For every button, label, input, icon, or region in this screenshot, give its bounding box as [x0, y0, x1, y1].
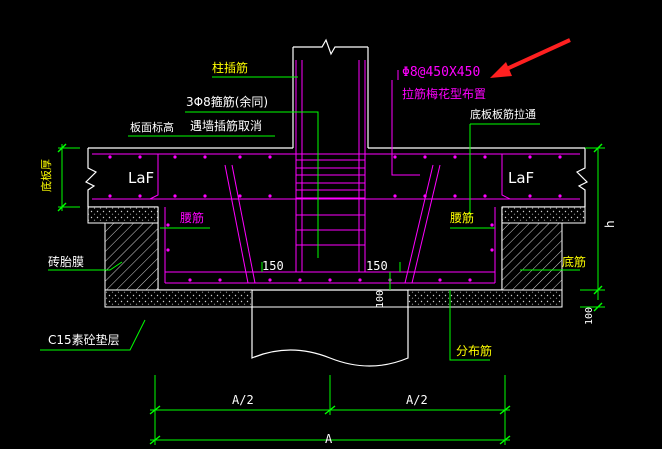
label-dim-150-left: 150 — [262, 259, 284, 273]
label-slab-thickness: 底板厚 — [39, 159, 53, 192]
label-column-rebar: 柱插筋 — [212, 60, 248, 75]
label-brick-mold: 砖胎膜 — [48, 254, 84, 269]
label-waist-bar-left: 腰筋 — [180, 210, 204, 225]
rebar-lines — [92, 60, 580, 284]
label-dim-a: A — [325, 432, 333, 446]
pile-shaft — [251, 289, 409, 367]
label-dim-100-pit: 100 — [375, 290, 386, 308]
rebar-dots — [108, 155, 562, 282]
label-stirrup: 3Φ8箍筋(余同) — [186, 94, 268, 109]
label-slab-top: 板面标高 — [130, 120, 174, 134]
label-laf-right: LaF — [508, 169, 534, 187]
label-bottom-slab-tie: 底板板筋拉通 — [470, 107, 536, 121]
label-bottom-bar: 底筋 — [562, 254, 586, 269]
label-dim-150-right: 150 — [366, 259, 388, 273]
cushion-layers — [87, 206, 586, 308]
brick-mold — [104, 222, 563, 291]
callout-arrow — [490, 38, 571, 78]
label-waist-bar-right: 腰筋 — [450, 210, 474, 225]
label-stirrup-note: 遇墙插筋取消 — [190, 118, 262, 133]
label-distribution-bar: 分布筋 — [456, 343, 492, 358]
label-dim-h: h — [603, 220, 617, 228]
label-laf-left: LaF — [128, 169, 154, 187]
dimension-ticks — [57, 143, 603, 445]
label-c15-cushion: C15素砼垫层 — [48, 332, 120, 347]
label-dim-a-half-left: A/2 — [232, 393, 254, 407]
label-dim-a-half-right: A/2 — [406, 393, 428, 407]
label-pull-bar-layout: 拉筋梅花型布置 — [402, 86, 486, 101]
label-pull-bar-spec: Φ8@450X450 — [402, 65, 480, 80]
label-dim-100-cushion: 100 — [584, 307, 595, 325]
